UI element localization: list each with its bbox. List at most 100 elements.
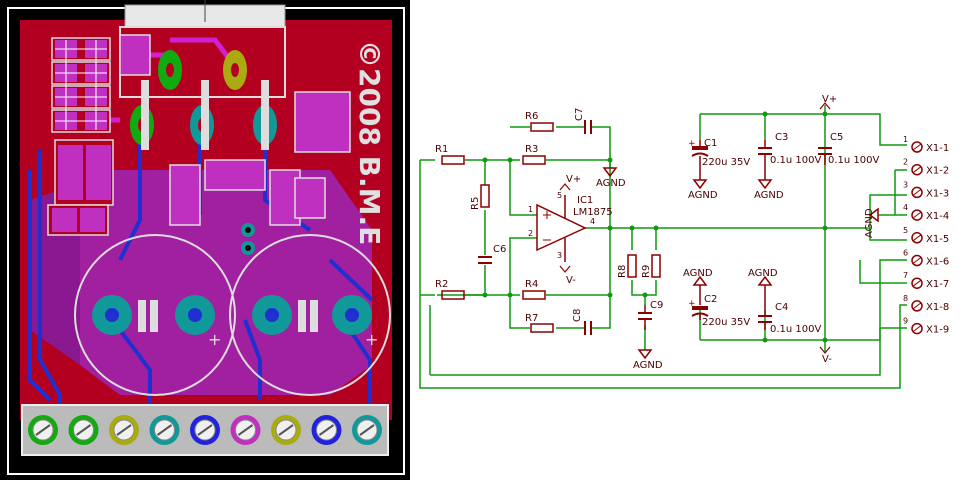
opamp-pin-in-plus: 1 <box>528 205 533 214</box>
connector-pin-number: 1 <box>903 135 908 144</box>
connector-pin-number: 2 <box>903 158 908 167</box>
connector-pin-number: 8 <box>903 294 908 303</box>
r1-label: R1 <box>435 144 448 155</box>
opamp-pin-out: 4 <box>590 217 595 226</box>
smd-part-top <box>119 34 151 76</box>
screw-slot <box>278 424 294 436</box>
electrolytic-symbols: + + <box>688 139 709 317</box>
screw-slot <box>156 424 173 436</box>
agnd-label-7: AGND <box>864 208 875 238</box>
connector-pin-label: X1-8 <box>926 302 949 313</box>
connector-pin-number: 5 <box>903 226 908 235</box>
connector-pin-slot <box>912 257 922 264</box>
screw-slot <box>35 424 51 436</box>
agnd-label-5: AGND <box>683 268 713 279</box>
c3-name: C3 <box>775 132 788 143</box>
r3-label: R3 <box>525 144 538 155</box>
c1-name: C1 <box>704 138 717 149</box>
c8-name: C8 <box>572 309 583 322</box>
screw-slot <box>197 424 213 436</box>
electrolytic-cap-left: + <box>74 234 236 396</box>
opamp-supply-arrows <box>559 183 571 273</box>
r5-label: R5 <box>470 197 481 210</box>
c3-value: 0.1u 100V <box>770 155 822 166</box>
connector-pin-number: 3 <box>903 180 908 189</box>
r7-label: R7 <box>525 313 538 324</box>
opamp-part: LM1875 <box>573 207 613 218</box>
ground-pour <box>80 170 372 395</box>
rail-minus-label: V- <box>822 354 832 365</box>
opamp-symbol <box>536 195 587 262</box>
connector-pin-slot <box>912 211 922 219</box>
connector-x1: 1X1-12X1-23X1-34X1-45X1-56X1-67X1-78X1-8… <box>903 135 949 336</box>
c4-value: 0.1u 100V <box>770 324 822 335</box>
r9-label: R9 <box>641 265 652 278</box>
smd-parts-center <box>169 91 351 226</box>
svg-text:+: + <box>688 299 696 309</box>
svg-text:+: + <box>365 330 378 349</box>
agnd-label-2: AGND <box>688 190 718 201</box>
agnd-label-3: AGND <box>754 190 784 201</box>
c6-name: C6 <box>493 244 506 255</box>
screw-slot <box>359 424 375 436</box>
connector-pin-slot <box>912 166 922 174</box>
c2-name: C2 <box>704 294 717 305</box>
rail-plus-label: V+ <box>822 94 837 105</box>
r6-label: R6 <box>525 111 538 122</box>
svg-text:+: + <box>688 139 696 149</box>
opamp-supply-plus: V+ <box>566 174 581 185</box>
connector-pin-label: X1-5 <box>926 234 949 245</box>
schematic: R1 R2 R3 R4 R5 R6 R7 R8 R9 + + C1 220u 3… <box>410 0 965 480</box>
ground-symbols <box>602 167 879 360</box>
opamp-pin-in-minus: 2 <box>528 229 533 238</box>
connector-pin-label: X1-7 <box>926 279 949 290</box>
svg-text:+: + <box>208 330 221 349</box>
c5-value: 0.1u 100V <box>828 155 880 166</box>
connector-pin-label: X1-2 <box>926 166 949 177</box>
opamp-pin-vminus: 3 <box>557 251 562 260</box>
connector-pin-label: X1-6 <box>926 257 949 268</box>
via-holes <box>245 227 251 251</box>
smd-cap-pads <box>52 145 111 232</box>
connector-pin-slot <box>912 279 922 287</box>
r8-label: R8 <box>617 265 628 278</box>
connector-pin-label: X1-1 <box>926 143 949 154</box>
connector-pin-number: 4 <box>903 203 908 212</box>
smd-crosshairs-left <box>55 40 107 130</box>
connector-pin-slot <box>912 188 922 196</box>
opamp-name: IC1 <box>577 195 593 206</box>
screw-slot <box>75 424 92 436</box>
c2-value: 220u 35V <box>702 317 750 328</box>
c5-name: C5 <box>830 132 843 143</box>
r4-label: R4 <box>525 279 538 290</box>
connector-pin-slot <box>912 325 922 333</box>
junctions <box>482 111 828 343</box>
screw-slot <box>237 424 254 436</box>
terminal-screws <box>28 415 382 445</box>
agnd-label-1: AGND <box>596 178 626 189</box>
connector-pin-number: 9 <box>903 317 908 326</box>
c9-name: C9 <box>650 300 663 311</box>
connector-pin-label: X1-9 <box>926 325 949 336</box>
connector-pin-label: X1-3 <box>926 188 949 199</box>
connector-pin-number: 7 <box>903 271 908 280</box>
opamp-pin-vplus: 5 <box>557 191 562 200</box>
agnd-label-4: AGND <box>633 360 663 371</box>
screw-slot <box>318 424 335 436</box>
opamp-supply-minus: V- <box>566 275 576 286</box>
resistor-bodies <box>441 122 661 333</box>
c1-value: 220u 35V <box>702 157 750 168</box>
c7-name: C7 <box>574 108 585 121</box>
pcb-layout: + + ©2008 B.M.E <box>0 0 410 480</box>
board-silkscreen: ©2008 B.M.E <box>353 40 386 245</box>
connector-pin-slot <box>912 302 922 310</box>
electrolytic-cap-right: + <box>229 234 391 396</box>
c4-name: C4 <box>775 302 788 313</box>
rail-arrows <box>819 102 831 354</box>
screw-slot <box>116 424 132 436</box>
ic1-legs <box>141 80 269 150</box>
connector-pin-number: 6 <box>903 249 908 258</box>
r2-label: R2 <box>435 279 448 290</box>
connector-pin-slot <box>912 234 922 242</box>
agnd-label-6: AGND <box>748 268 778 279</box>
